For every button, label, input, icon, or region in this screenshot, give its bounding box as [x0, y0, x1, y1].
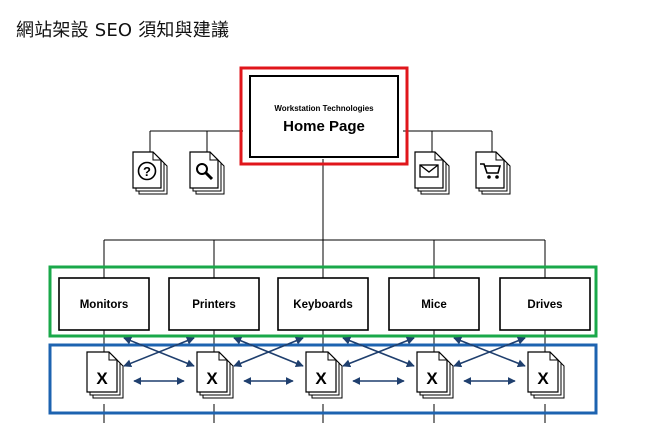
cross-link-arrows [123, 336, 526, 385]
diagonal-link-arrow [342, 336, 415, 368]
category-row: Monitors Printers Keyboards Mice Drives [58, 277, 591, 331]
product-glyph: X [537, 369, 549, 388]
product-glyph: X [315, 369, 327, 388]
product-glyph: X [96, 369, 108, 388]
category-label: Monitors [80, 299, 129, 311]
category-node-drives[interactable]: Drives [499, 277, 591, 331]
utility-pages: ? [132, 151, 511, 195]
svg-text:?: ? [143, 164, 151, 179]
product-page-2[interactable]: X [196, 351, 234, 399]
category-label: Keyboards [293, 299, 352, 311]
home-page-node[interactable]: Workstation Technologies Home Page [249, 75, 399, 158]
category-label: Drives [527, 299, 562, 311]
mail-icon[interactable] [414, 151, 450, 195]
home-highlight-frame [239, 66, 409, 166]
product-glyph: X [426, 369, 438, 388]
diagonal-link-arrow [453, 336, 526, 368]
diagonal-link-arrow [123, 336, 195, 368]
page-title: 網站架設 SEO 須知與建議 [16, 20, 230, 41]
product-page-3[interactable]: X [305, 351, 343, 399]
home-company-label: Workstation Technologies [274, 104, 374, 113]
category-node-keyboards[interactable]: Keyboards [277, 277, 369, 331]
category-label: Mice [421, 299, 447, 311]
product-highlight-frame [48, 343, 598, 415]
category-node-mice[interactable]: Mice [388, 277, 480, 331]
category-node-monitors[interactable]: Monitors [58, 277, 150, 331]
product-glyph: X [206, 369, 218, 388]
home-title-label: Home Page [283, 118, 365, 135]
search-icon[interactable] [189, 151, 225, 195]
product-page-5[interactable]: X [527, 351, 565, 399]
cart-icon[interactable] [475, 151, 511, 195]
help-icon[interactable]: ? [132, 151, 168, 195]
category-highlight-frame [48, 265, 598, 338]
diagonal-link-arrow [233, 337, 304, 367]
product-page-1[interactable]: X [86, 351, 124, 399]
connector-lines [103, 130, 546, 423]
product-page-4[interactable]: X [416, 351, 454, 399]
category-label: Printers [192, 299, 235, 311]
category-node-printers[interactable]: Printers [168, 277, 260, 331]
